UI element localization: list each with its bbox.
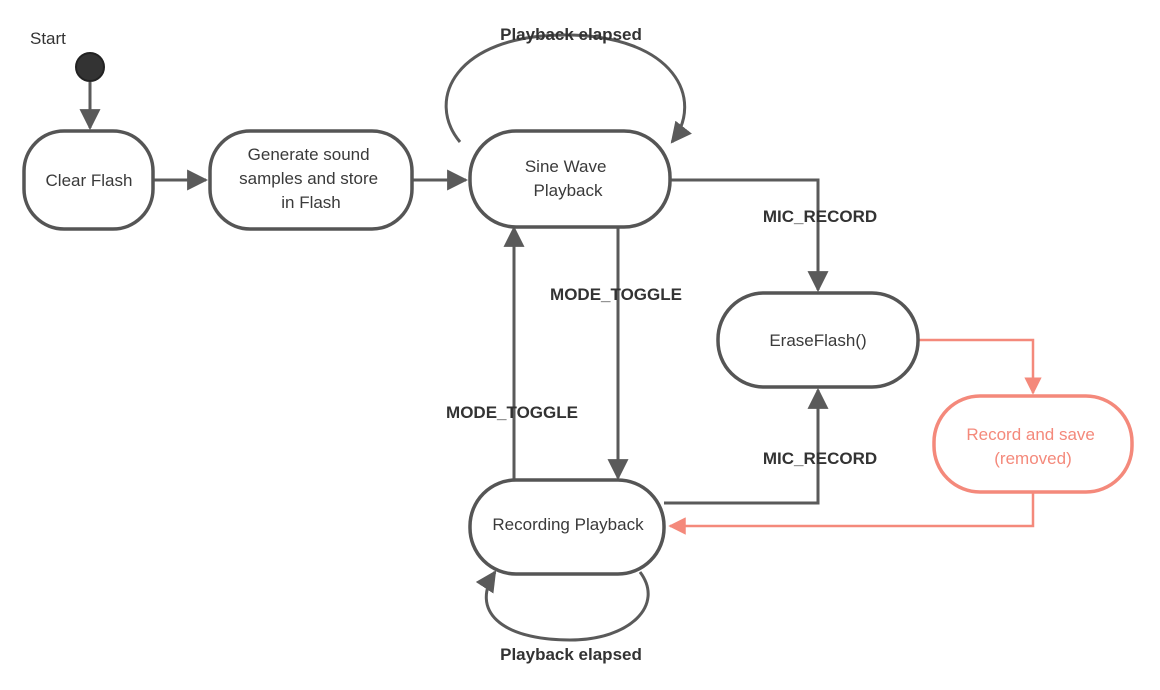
edge-record-save-to-recording (668, 492, 1035, 535)
label-mode-toggle-down: MODE_TOGGLE (550, 285, 682, 304)
edge-sine-loop (444, 33, 692, 144)
sine-wave-line-1: Sine Wave (525, 157, 607, 176)
clear-flash-line-1: Clear Flash (46, 171, 133, 190)
label-mic-record-bottom: MIC_RECORD (763, 449, 877, 468)
edge-recording-to-erase (664, 387, 829, 505)
generate-line-1: Generate sound (248, 145, 370, 164)
clear-flash-label: Clear Flash (46, 171, 133, 190)
sine-wave-label: Sine Wave Playback (525, 157, 611, 200)
state-sine-wave-playback (468, 129, 672, 229)
recording-line-1: Recording Playback (492, 515, 644, 534)
sine-wave-line-2: Playback (534, 181, 603, 200)
recording-playback-label: Recording Playback (492, 515, 644, 534)
erase-flash-line-1: EraseFlash() (769, 331, 866, 350)
record-save-line-2: (removed) (994, 449, 1071, 468)
label-mic-record-top: MIC_RECORD (763, 207, 877, 226)
label-mode-toggle-up: MODE_TOGGLE (446, 403, 578, 422)
state-record-and-save-removed (932, 394, 1134, 494)
edge-sine-to-erase (670, 178, 829, 293)
state-recording-playback (468, 478, 666, 576)
generate-samples-label: Generate sound samples and store in Flas… (239, 145, 383, 212)
state-clear-flash (22, 129, 155, 231)
start-label: Start (30, 29, 66, 48)
erase-flash-label: EraseFlash() (769, 331, 866, 350)
state-erase-flash (716, 291, 920, 389)
initial-state-dot (75, 52, 105, 82)
record-save-label: Record and save (removed) (966, 425, 1099, 468)
label-recording-loop: Playback elapsed (500, 645, 642, 664)
generate-line-3: in Flash (281, 193, 341, 212)
label-sine-loop: Playback elapsed (500, 25, 642, 44)
state-generate-samples (208, 129, 414, 231)
record-save-line-1: Record and save (966, 425, 1095, 444)
edge-recording-loop (475, 570, 650, 642)
edge-erase-to-record-save (918, 338, 1042, 395)
generate-line-2: samples and store (239, 169, 378, 188)
